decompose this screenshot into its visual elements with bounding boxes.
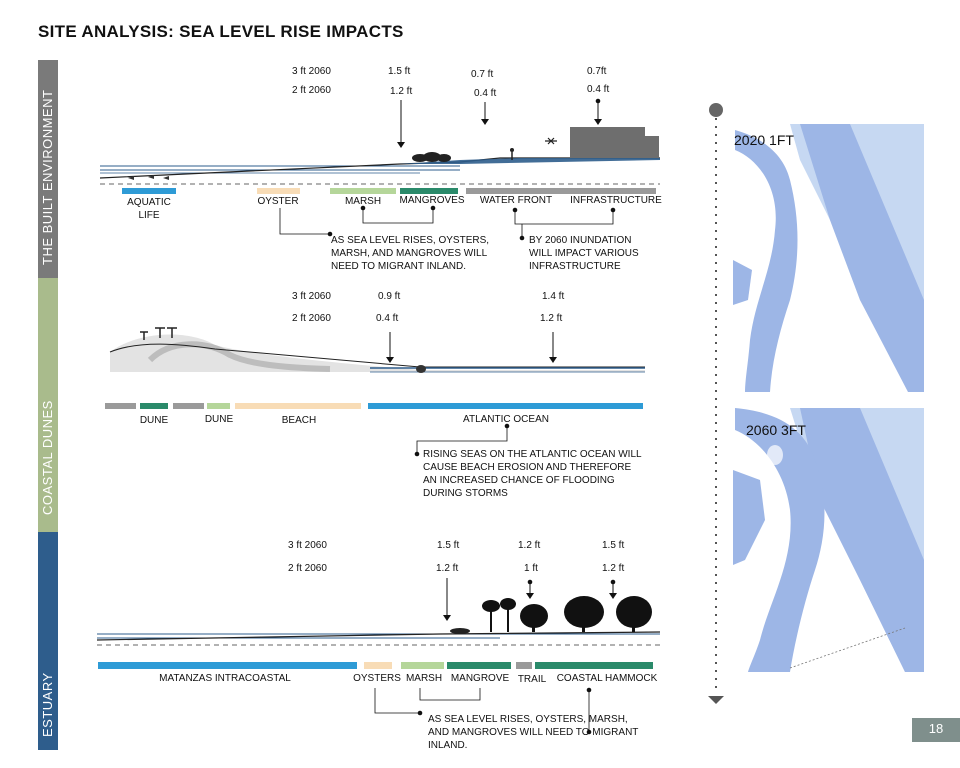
estuary-cat-oysters: OYSTERS	[353, 673, 401, 684]
built-marker-a-top: 1.5 ft	[388, 66, 411, 77]
map-2020	[733, 124, 924, 392]
built-marker-c-top: 0.7ft	[587, 66, 607, 77]
building-shape	[570, 127, 645, 158]
dunes-rise-2ft: 2 ft 2060	[292, 313, 331, 324]
dunes-marker-b-top: 1.4 ft	[542, 291, 565, 302]
estuary-rise-2ft: 2 ft 2060	[288, 563, 327, 574]
built-cat-mangroves: MANGROVES	[399, 195, 465, 206]
map-2060	[733, 408, 924, 672]
band-coastal-dunes	[38, 278, 58, 532]
built-rise-3ft: 3 ft 2060	[292, 66, 331, 77]
dunes-cat-atlantic: ATLANTIC OCEAN	[463, 414, 549, 425]
built-cat-infrastructure: INFRASTRUCTURE	[570, 195, 662, 206]
built-cat-oyster: OYSTER	[257, 196, 299, 207]
map-2060-label: 2060 3FT	[746, 422, 806, 438]
dunes-marker-b-bottom: 1.2 ft	[540, 313, 563, 324]
built-section-profile	[99, 98, 660, 241]
built-note-right: BY 2060 INUNDATION WILL IMPACT VARIOUS I…	[529, 235, 639, 272]
built-marker-b-top: 0.7 ft	[471, 69, 494, 80]
dunes-cat-beach: BEACH	[281, 415, 317, 426]
built-cat-aquatic: AQUATIC LIFE	[127, 197, 171, 221]
dunes-marker-a-top: 0.9 ft	[378, 291, 401, 302]
dunes-section-profile	[105, 327, 645, 457]
timeline	[708, 103, 724, 704]
page-number: 18	[912, 718, 960, 742]
estuary-marker-b-top: 1.2 ft	[518, 540, 541, 551]
built-marker-b-bottom: 0.4 ft	[474, 88, 497, 99]
estuary-rise-3ft: 3 ft 2060	[288, 540, 327, 551]
dunes-cat-dune-2: DUNE	[204, 414, 234, 425]
estuary-cat-marsh: MARSH	[405, 673, 443, 684]
estuary-cat-intracoastal: MATANZAS INTRACOASTAL	[159, 673, 291, 684]
page-title: SITE ANALYSIS: SEA LEVEL RISE IMPACTS	[38, 22, 404, 41]
dunes-rise-3ft: 3 ft 2060	[292, 291, 331, 302]
built-cat-waterfront: WATER FRONT	[479, 195, 553, 206]
map-2020-label: 2020 1FT	[734, 132, 794, 148]
built-note-left: AS SEA LEVEL RISES, OYSTERS, MARSH, AND …	[331, 235, 490, 272]
estuary-marker-a-bottom: 1.2 ft	[436, 563, 459, 574]
estuary-section-profile	[96, 578, 661, 735]
dunes-cat-dune-1: DUNE	[139, 415, 169, 426]
built-marker-c-bottom: 0.4 ft	[587, 84, 610, 95]
estuary-marker-c-top: 1.5 ft	[602, 540, 625, 551]
built-cat-marsh: MARSH	[344, 196, 382, 207]
band-estuary	[38, 532, 58, 750]
estuary-cat-mangrove: MANGROVE	[450, 673, 510, 684]
band-built-environment	[38, 60, 58, 278]
estuary-marker-a-top: 1.5 ft	[437, 540, 460, 551]
estuary-marker-c-bottom: 1.2 ft	[602, 563, 625, 574]
dunes-note: RISING SEAS ON THE ATLANTIC OCEAN WILL C…	[423, 449, 642, 499]
built-marker-a-bottom: 1.2 ft	[390, 86, 413, 97]
estuary-cat-hammock: COASTAL HAMMOCK	[556, 673, 658, 684]
dunes-marker-a-bottom: 0.4 ft	[376, 313, 399, 324]
estuary-marker-b-bottom: 1 ft	[524, 563, 538, 574]
built-rise-2ft: 2 ft 2060	[292, 85, 331, 96]
estuary-note: AS SEA LEVEL RISES, OYSTERS, MARSH, AND …	[428, 714, 639, 751]
estuary-cat-trail: TRAIL	[517, 674, 547, 685]
